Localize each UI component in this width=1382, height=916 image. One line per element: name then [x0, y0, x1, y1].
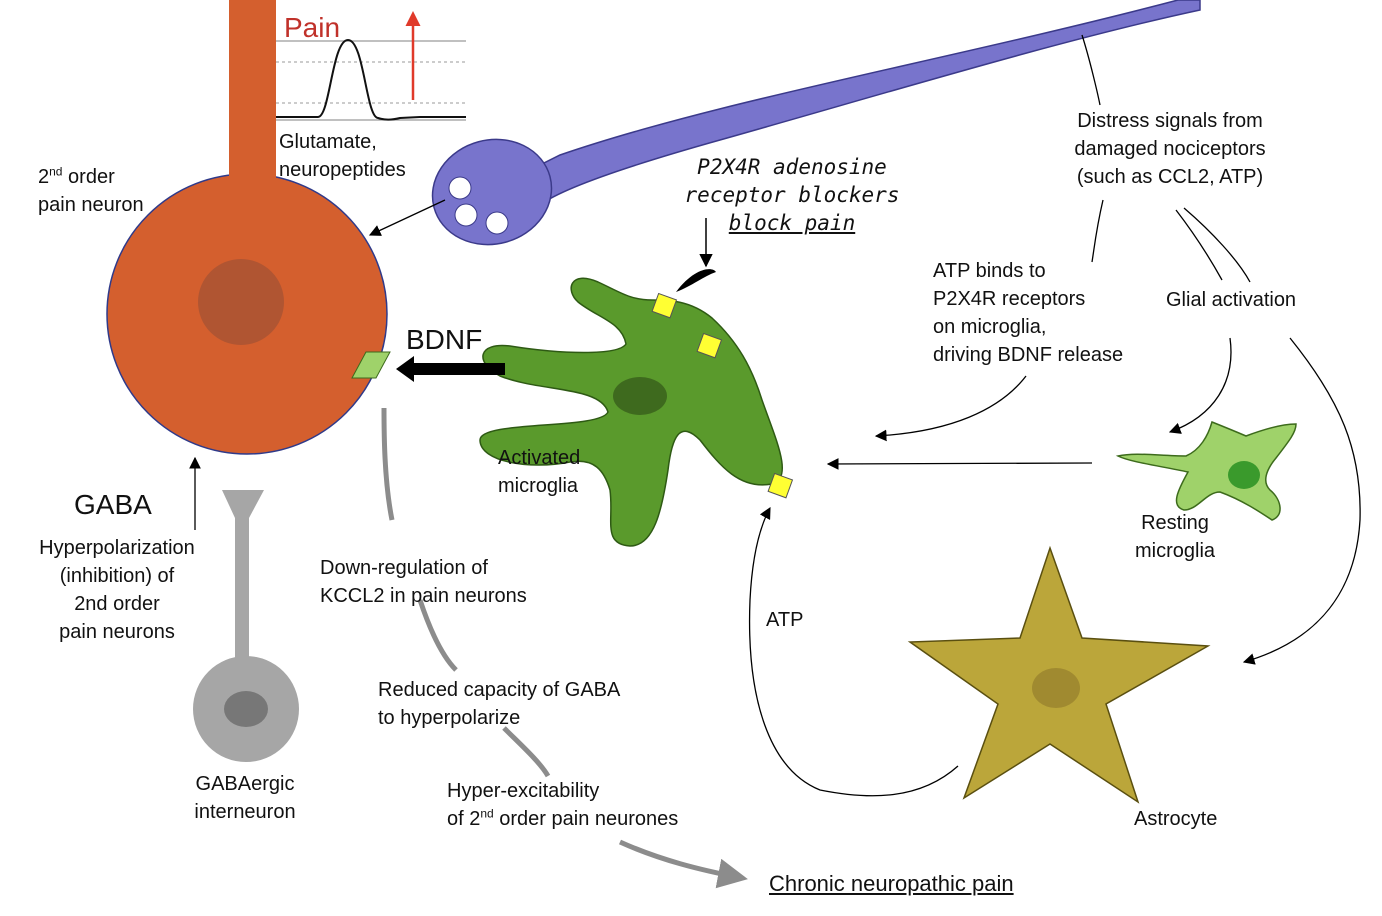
gaba-label: GABA — [74, 489, 152, 520]
pain-graph — [270, 38, 466, 121]
action-potential-trace — [272, 38, 466, 121]
p2x4r-receptor — [767, 472, 794, 499]
vesicle — [448, 176, 472, 200]
vesicle — [454, 203, 478, 227]
blocker-crescent — [676, 269, 716, 292]
activated-microglia — [479, 277, 794, 547]
resting-microglia-label: Resting microglia — [1134, 512, 1216, 562]
distress-signals-label: Distress signals from damaged nociceptor… — [1074, 110, 1266, 188]
hyperpolarization-label: Hyperpolarization (inhibition) of 2nd or… — [39, 537, 195, 643]
pain-neuron — [106, 0, 391, 455]
glial-activation-label: Glial activation — [1166, 289, 1297, 311]
bdnf-label: BDNF — [406, 324, 483, 355]
chronic-pain-label: Chronic neuropathic pain — [769, 871, 1014, 896]
gabaergic-interneuron-label: GABAergic interneuron — [194, 773, 296, 823]
astrocyte — [907, 545, 1211, 804]
p2x4r-receptor — [651, 292, 678, 319]
hyper-excitability-label: Hyper-excitability of 2nd order pain neu… — [447, 780, 679, 830]
p2x4r-blockers-label: P2X4R adenosine receptor blockers block … — [684, 155, 900, 235]
atp-label: ATP — [766, 609, 804, 631]
atp-binds-label: ATP binds to P2X4R receptors on microgli… — [933, 260, 1124, 366]
vesicle — [485, 211, 509, 235]
nociceptor-terminal — [431, 0, 1201, 246]
second-order-neuron-label: 2nd order pain neuron — [38, 164, 144, 216]
interneuron-nucleus — [224, 691, 268, 727]
p2x4r-receptor — [696, 332, 723, 359]
pain-label: Pain — [284, 12, 341, 43]
astrocyte-nucleus — [1032, 668, 1080, 708]
kcc2-receptor — [351, 351, 391, 379]
pain-neuron-nucleus — [198, 259, 284, 345]
glutamate-label: Glutamate, neuropeptides — [279, 131, 406, 181]
activated-microglia-label: Activated microglia — [498, 447, 581, 497]
reduced-gaba-capacity-label: Reduced capacity of GABA to hyperpolariz… — [378, 679, 621, 729]
gabaergic-interneuron — [193, 490, 299, 762]
kcc2-downregulation-label: Down-regulation of KCCL2 in pain neurons — [320, 557, 527, 607]
astrocyte-label: Astrocyte — [1134, 808, 1218, 830]
activated-microglia-nucleus — [613, 377, 667, 415]
resting-microglia-nucleus — [1228, 461, 1260, 489]
resting-microglia — [1115, 420, 1297, 521]
